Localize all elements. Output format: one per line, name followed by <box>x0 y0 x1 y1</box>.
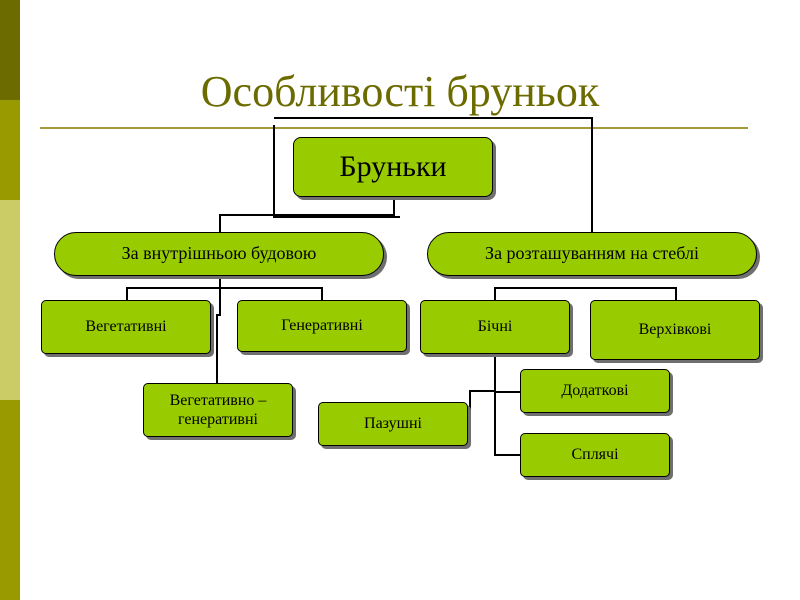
sidebar-block-2 <box>0 100 20 200</box>
connector-left-mixed <box>216 275 221 383</box>
connector-lateral-stem <box>494 354 520 456</box>
node-vegetative: Вегетативні <box>41 300 211 354</box>
connector-right-children <box>494 287 677 300</box>
node-axillary: Пазушні <box>318 402 468 446</box>
sidebar-block-1 <box>0 0 20 100</box>
connector-lateral-axillary <box>469 390 495 422</box>
connector-root-right-top <box>274 117 593 232</box>
connector-root-right <box>273 125 400 218</box>
slide-title: Особливості бруньок <box>200 67 600 116</box>
branch-stem-position: За розташуванням на стеблі <box>427 232 757 276</box>
title-rule <box>40 127 748 129</box>
node-lateral: Бічні <box>420 300 570 354</box>
node-apical: Верхівкові <box>590 300 760 360</box>
sidebar-block-3 <box>0 200 20 400</box>
node-vegetative-generative: Вегетативно – генеративні <box>143 383 293 437</box>
node-dormant: Сплячі <box>520 433 670 477</box>
node-generative: Генеративні <box>237 300 407 352</box>
connector-left-children <box>126 287 323 300</box>
root-node: Бруньки <box>293 137 493 197</box>
sidebar-block-4 <box>0 400 20 600</box>
branch-internal-structure: За внутрішньою будовою <box>54 232 384 276</box>
node-additional: Додаткові <box>520 369 670 413</box>
connector-root-left <box>219 197 395 232</box>
